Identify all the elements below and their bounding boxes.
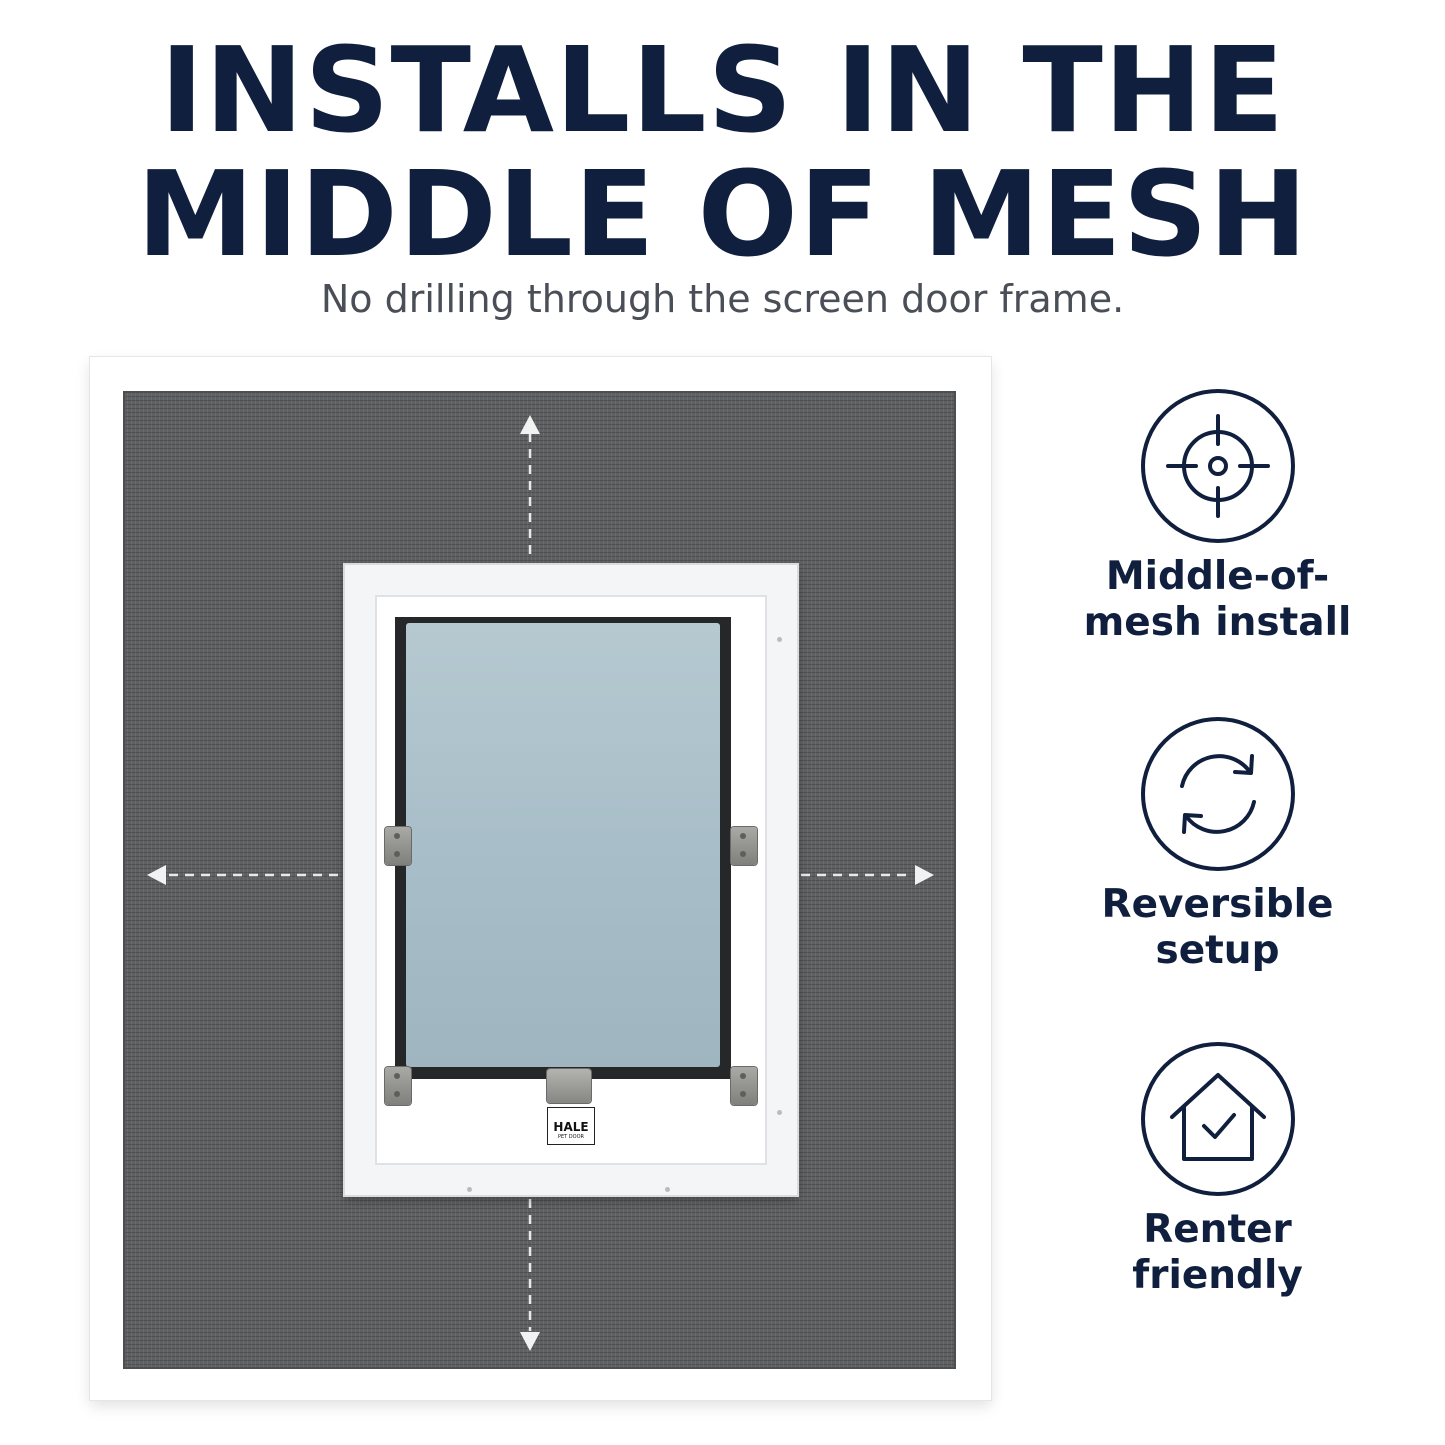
headline: INSTALLS IN THE MIDDLE OF MESH [0, 28, 1445, 276]
arrow-right-icon [915, 865, 934, 885]
feature-reversible: Reversible setup [1080, 716, 1355, 974]
feature-label: Renter friendly [1132, 1207, 1303, 1298]
screw [777, 1110, 782, 1115]
flap-opening [395, 617, 731, 1079]
right-lower-clip [731, 1067, 757, 1105]
house-check-icon [1140, 1042, 1295, 1196]
screen-door-frame: HALE PET DOOR [90, 357, 991, 1400]
arrow-up-icon [520, 415, 540, 434]
refresh-arrows-icon [1140, 717, 1295, 871]
left-upper-clip [385, 827, 411, 865]
headline-line-2: MIDDLE OF MESH [136, 145, 1309, 283]
feature-renter-friendly: Renter friendly [1080, 1041, 1355, 1299]
screen-mesh: HALE PET DOOR [123, 391, 956, 1369]
left-lower-clip [385, 1067, 411, 1105]
feature-label: Reversible setup [1101, 882, 1334, 973]
feature-middle-of-mesh: Middle-of- mesh install [1080, 388, 1355, 646]
crosshair-icon [1140, 389, 1295, 543]
screw [467, 1187, 472, 1192]
screw [777, 637, 782, 642]
brand-badge: HALE PET DOOR [547, 1107, 595, 1145]
right-upper-clip [731, 827, 757, 865]
headline-line-1: INSTALLS IN THE [159, 21, 1286, 159]
pet-door-outer-frame: HALE PET DOOR [345, 565, 797, 1195]
feature-label: Middle-of- mesh install [1083, 554, 1352, 645]
arrow-down-icon [520, 1332, 540, 1351]
subheadline: No drilling through the screen door fram… [320, 277, 1125, 321]
arrow-left-icon [147, 865, 166, 885]
direction-arrows [147, 415, 934, 1351]
pet-door-flap [406, 623, 720, 1067]
screw [665, 1187, 670, 1192]
bottom-magnet-clip [547, 1069, 591, 1103]
pet-door-inner-frame: HALE PET DOOR [375, 595, 767, 1192]
